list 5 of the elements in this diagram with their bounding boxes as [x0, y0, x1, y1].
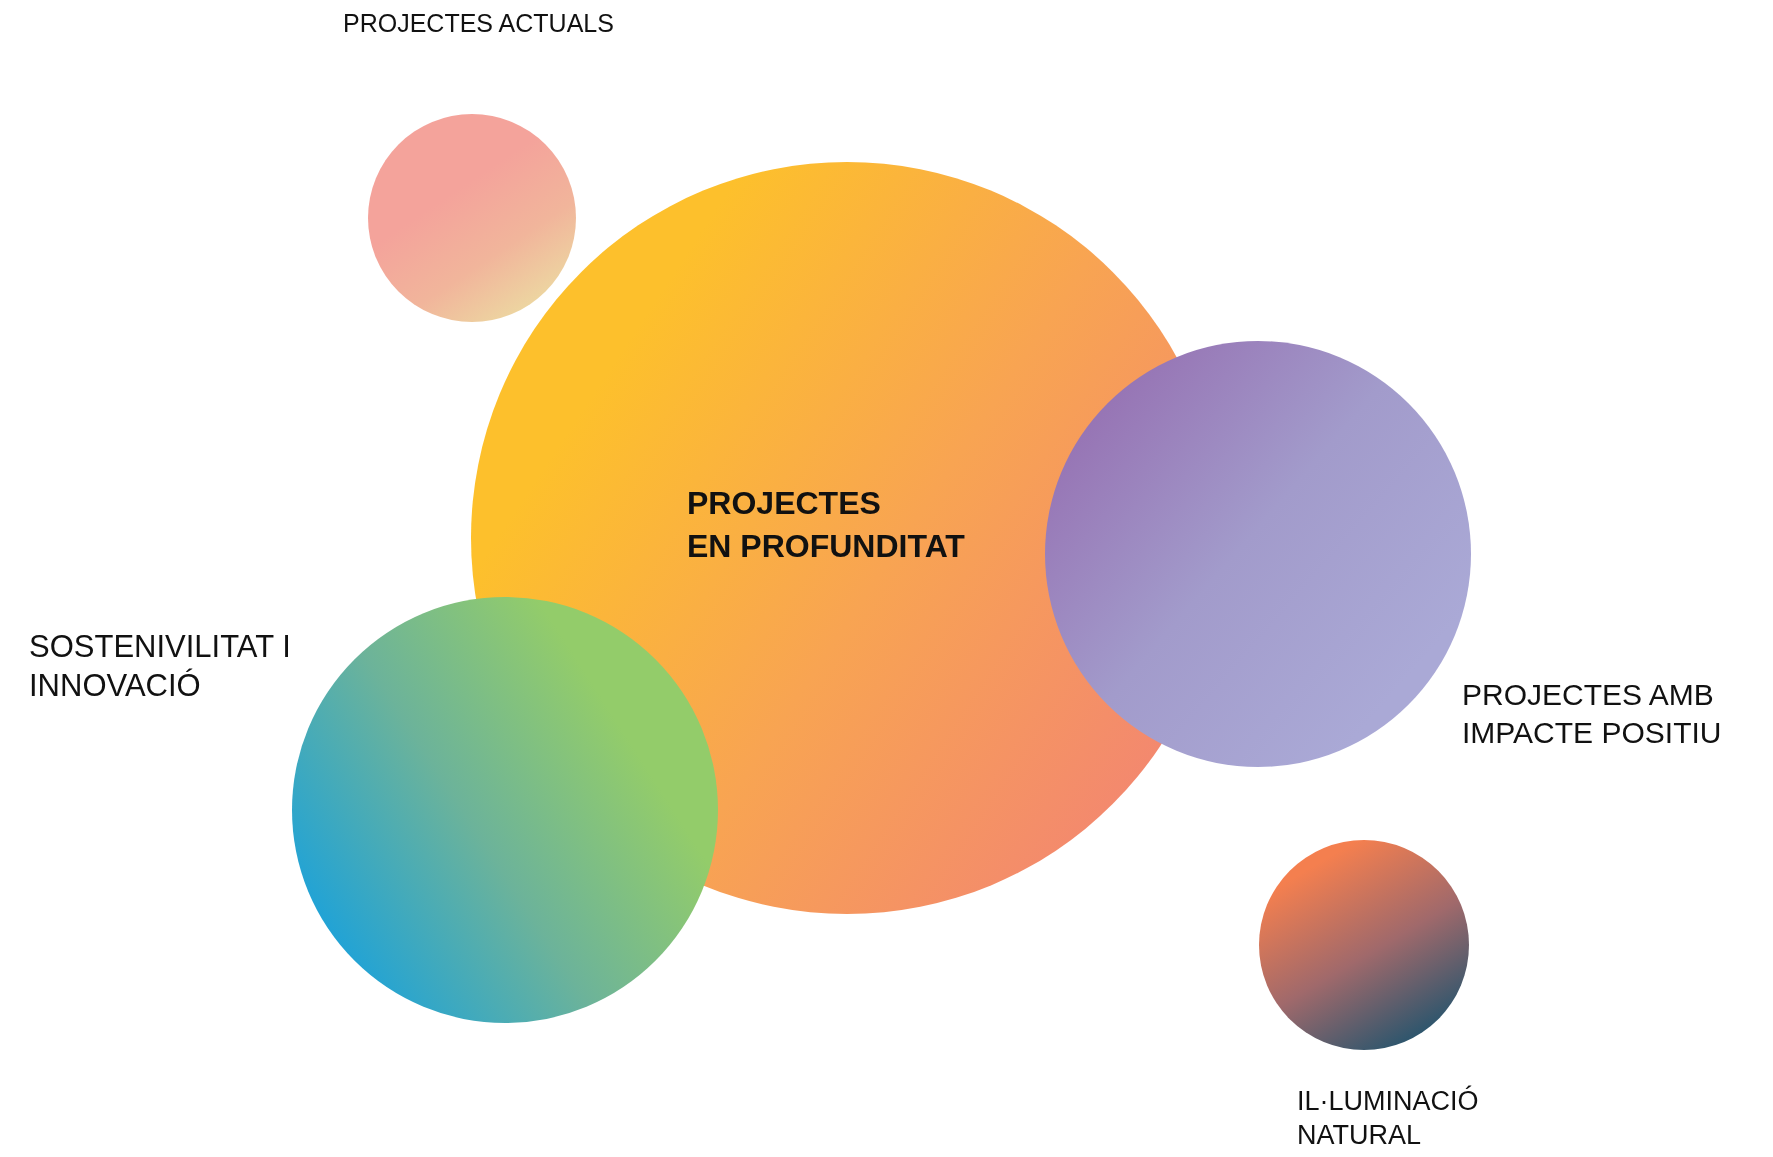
center-label: PROJECTES EN PROFUNDITAT — [687, 484, 966, 566]
circle-label: SOSTENIVILITAT I INNOVACIÓ — [29, 628, 292, 705]
circle-label: IL·LUMINACIÓ NATURAL — [1297, 1085, 1480, 1152]
circle-label: PROJECTES ACTUALS — [343, 8, 615, 39]
circle-label: PROJECTES AMB IMPACTE POSITIU — [1462, 677, 1723, 751]
